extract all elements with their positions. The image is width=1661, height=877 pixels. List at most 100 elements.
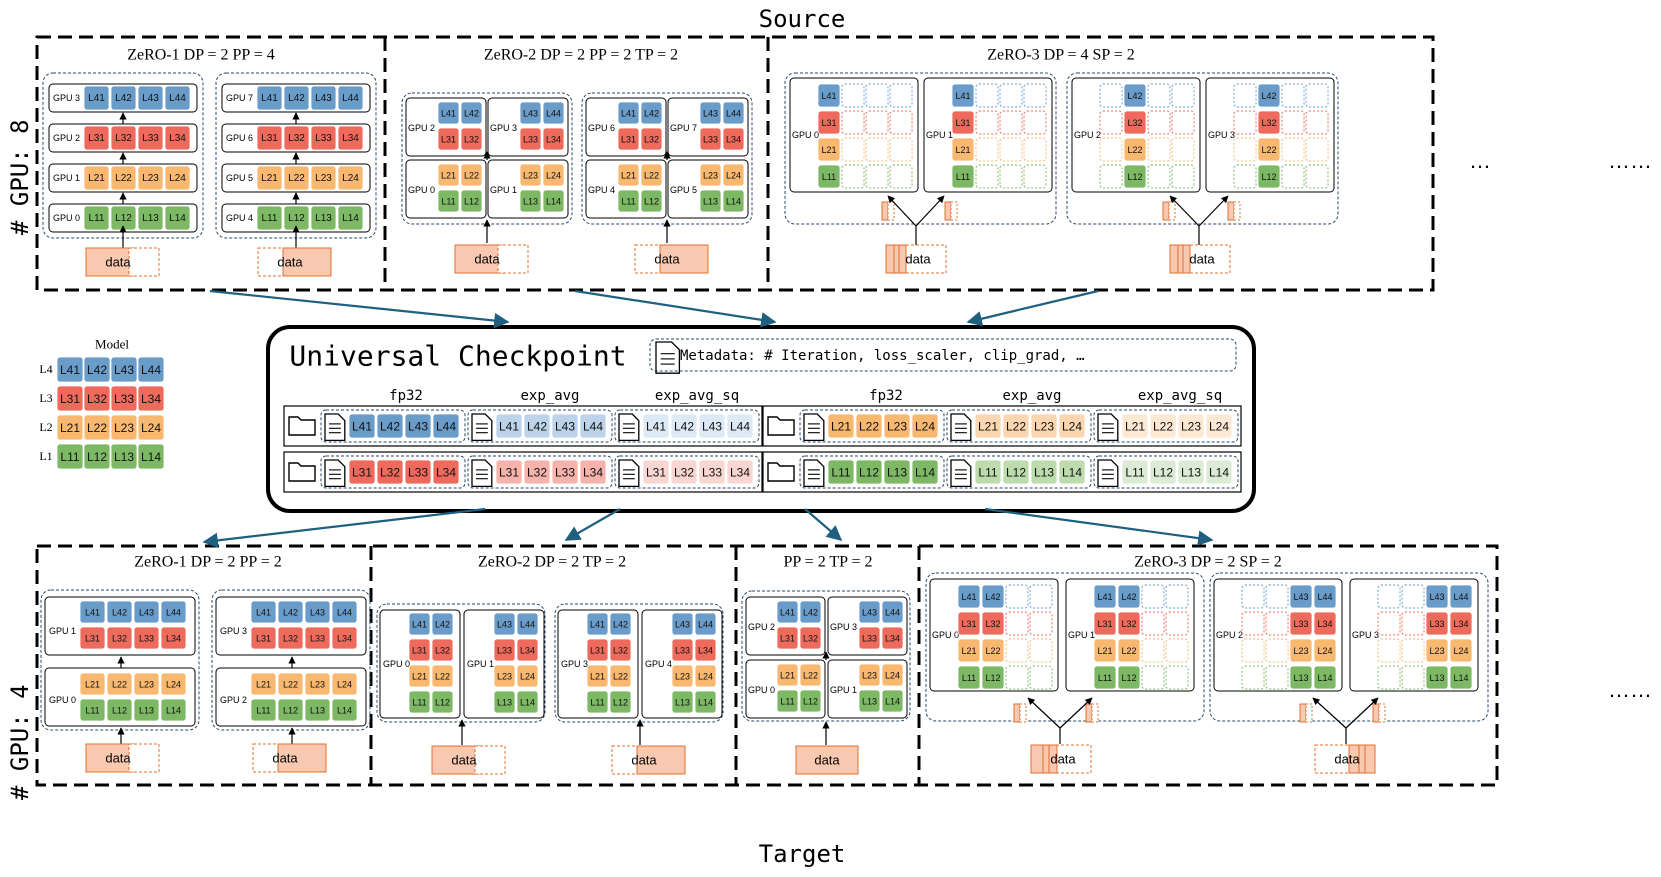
layer-cell-l34 [164,125,191,151]
layer-cell-l33 [698,459,726,485]
empty-cell [1141,584,1165,609]
layer-cell-label: L13 [1429,673,1444,683]
layer-cell-label: L24 [141,421,161,435]
layer-cell-l42 [460,101,483,125]
data-shard [85,743,135,773]
flow-arrow [1059,697,1093,729]
layer-cell-label: L23 [114,421,134,435]
layer-cell-l11 [957,665,981,690]
layer-cell-label: L24 [342,173,359,184]
state-file-group [320,409,466,443]
layer-cell-label: L34 [730,466,750,480]
layer-cell-l22 [1149,413,1177,439]
layer-cell-l22 [283,165,310,191]
node-group [1066,72,1339,225]
empty-cell [889,83,913,108]
layer-cell-l21 [617,163,640,187]
layer-cell-label: L31 [412,646,427,656]
layer-cell-l44 [694,612,717,636]
layer-cell-l12 [855,459,883,485]
layer-cell-label: L34 [520,646,535,656]
state-column-header: exp_avg [1002,388,1061,404]
layer-cell-l34 [337,125,364,151]
layer-cell-l12 [460,189,483,213]
layer-cell-l43 [551,413,579,439]
empty-cell [1265,665,1289,690]
layer-cell-l23 [1425,638,1449,663]
layer-cell-label: L24 [169,173,186,184]
data-shard [1091,703,1099,723]
file-icon [471,459,493,488]
folder-icon [288,416,316,436]
layer-cell-l31 [79,626,106,650]
layer-cell-l41 [951,83,975,108]
layer-cell-l32 [460,127,483,151]
file-icon [1097,413,1119,442]
layer-cell-label: L21 [961,646,976,656]
empty-cell [1305,137,1329,162]
model-title: Model [95,337,129,352]
empty-cell [1005,611,1029,636]
layer-cell-label: L43 [555,420,575,434]
layer-cell-label: L34 [698,646,713,656]
layer-cell-l32 [110,125,137,151]
data-label: data [105,255,131,270]
empty-cell [975,83,999,108]
layer-cell-label: L42 [283,608,298,618]
layer-cell-label: L44 [1453,592,1468,602]
data-shard [128,247,160,277]
layer-cell-l32 [1257,110,1281,135]
empty-cell [1305,83,1329,108]
layer-cell-l43 [493,612,516,636]
layer-cell-label: L22 [112,680,127,690]
layer-cell-label: L42 [1121,592,1136,602]
target-ellipsis: …… [1608,677,1652,702]
layer-cell-label: L13 [1181,466,1201,480]
layer-cell-l32 [799,626,822,650]
empty-cell [889,137,913,162]
layer-cell-label: L14 [546,197,561,207]
layer-cell-l23 [310,165,337,191]
layer-cell-l11 [617,189,640,213]
layer-cell-l24 [911,413,939,439]
layer-cell-l41 [437,101,460,125]
layer-cell-label: L13 [1034,466,1054,480]
target-label: Target [759,840,846,868]
layer-cell-l24 [881,663,904,687]
layer-cell-l12 [106,698,133,722]
layer-cell-l24 [516,664,539,688]
layer-cell-label: L42 [803,608,818,618]
layer-cell-l11 [817,164,841,189]
layer-cell-label: L24 [546,171,561,181]
empty-cell [1233,164,1257,189]
file-icon [324,413,346,442]
layer-cell-label: L23 [675,672,690,682]
layer-cell-label: L13 [142,213,159,224]
layer-cell-label: L31 [780,634,795,644]
empty-cell [1265,584,1289,609]
empty-cell [1377,584,1401,609]
layer-cell-l14 [137,443,165,470]
layer-cell-l14 [1449,665,1473,690]
layer-cell-l32 [277,626,304,650]
file-icon [1097,459,1119,488]
layer-cell-label: L13 [497,698,512,708]
transform-arrow [209,289,510,329]
file-icon [324,459,346,488]
folder-icon [288,462,316,482]
layer-cell-l33 [110,385,138,412]
transform-arrow [966,289,1099,327]
layer-cell-label: L23 [142,173,159,184]
empty-cell [1377,611,1401,636]
layer-cell-l21 [817,137,841,162]
layer-cell-l12 [277,698,304,722]
data-shard [944,201,952,221]
layer-cell-label: L21 [88,173,105,184]
layer-cell-l44 [137,356,165,383]
state-file-group [799,409,945,443]
transform-arrow [984,507,1214,546]
layer-cell-label: L14 [1453,673,1468,683]
data-shard [454,244,504,274]
layer-cell-label: L23 [523,171,538,181]
state-file-group [467,409,613,443]
